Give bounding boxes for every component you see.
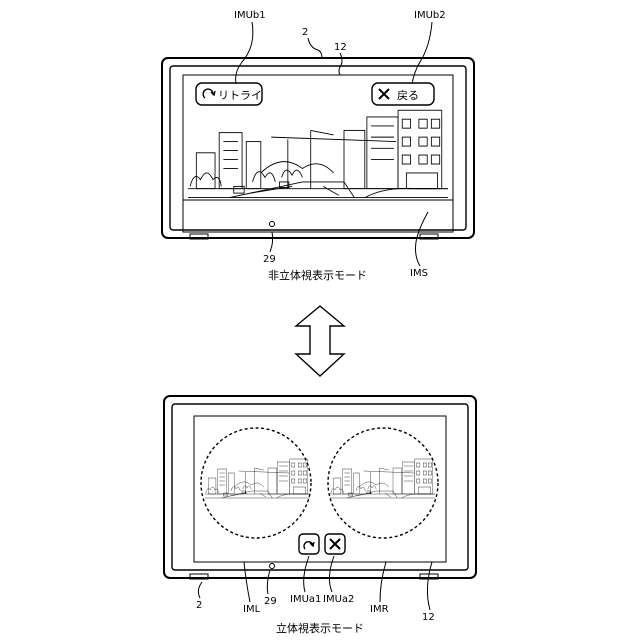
ref-device-top: 2 (302, 27, 308, 38)
bottom-device-bezel (171, 403, 469, 571)
caption-top: 非立体視表示モード (268, 268, 367, 282)
ref-imub2: IMUb2 (414, 10, 446, 21)
back-button[interactable]: 戻る (371, 82, 435, 106)
top-device: リトライ 戻る IMUb1 2 12 IMUb2 29 IMS 非立体視表示モー… (161, 10, 475, 282)
leader-imr (379, 561, 387, 603)
retry-button-label: リトライ (218, 89, 262, 102)
close-icon (329, 538, 341, 550)
leader-imub2 (411, 21, 433, 85)
close-icon (378, 88, 390, 100)
leader-device-bottom (197, 581, 203, 599)
bottom-sensor (269, 563, 275, 569)
ref-imub1: IMUb1 (234, 10, 266, 21)
ref-device-bottom: 2 (196, 600, 202, 611)
leader-screen-top (338, 52, 343, 76)
right-eye-image (327, 427, 439, 539)
retry-icon (303, 540, 315, 550)
ref-sensor-bottom: 29 (264, 596, 277, 607)
top-scene-image (187, 109, 449, 199)
leader-screen-bottom (426, 561, 433, 611)
bottom-device-body (163, 395, 477, 579)
left-eye-image (200, 427, 312, 539)
leader-device-top (307, 37, 323, 59)
double-arrow-icon (294, 305, 346, 377)
ref-screen-bottom: 12 (422, 612, 435, 623)
top-device-bezel (169, 65, 467, 231)
top-device-foot-left (189, 233, 209, 240)
ref-ims: IMS (410, 268, 428, 279)
top-screen (182, 74, 454, 233)
retry-button[interactable]: リトライ (195, 82, 263, 106)
ref-imr: IMR (370, 604, 389, 615)
leader-imua1 (303, 555, 310, 593)
leader-iml (243, 561, 251, 603)
close-icon-button[interactable] (324, 533, 346, 555)
ref-imua2: IMUa2 (323, 594, 354, 605)
bottom-device: 2 29 IML IMUa1 IMUa2 IMR 12 立体視表示モード (163, 395, 477, 635)
leader-sensor-top (269, 231, 274, 253)
leader-ims (415, 211, 429, 267)
ref-imua1: IMUa1 (290, 594, 321, 605)
ref-screen-top: 12 (334, 42, 347, 53)
leader-sensor-bottom (266, 569, 271, 595)
top-sensor (269, 221, 275, 227)
ref-sensor-top: 29 (263, 254, 276, 265)
top-device-foot-right (419, 233, 439, 240)
retry-icon (202, 88, 216, 99)
ref-iml: IML (243, 604, 261, 615)
top-device-body (161, 57, 475, 239)
bottom-screen (193, 415, 447, 563)
caption-bottom: 立体視表示モード (276, 621, 364, 635)
leader-imub1 (235, 21, 254, 85)
retry-icon-button[interactable] (298, 533, 320, 555)
bottom-device-foot-left (189, 573, 209, 580)
leader-imua2 (328, 555, 335, 593)
back-button-label: 戻る (397, 89, 419, 102)
